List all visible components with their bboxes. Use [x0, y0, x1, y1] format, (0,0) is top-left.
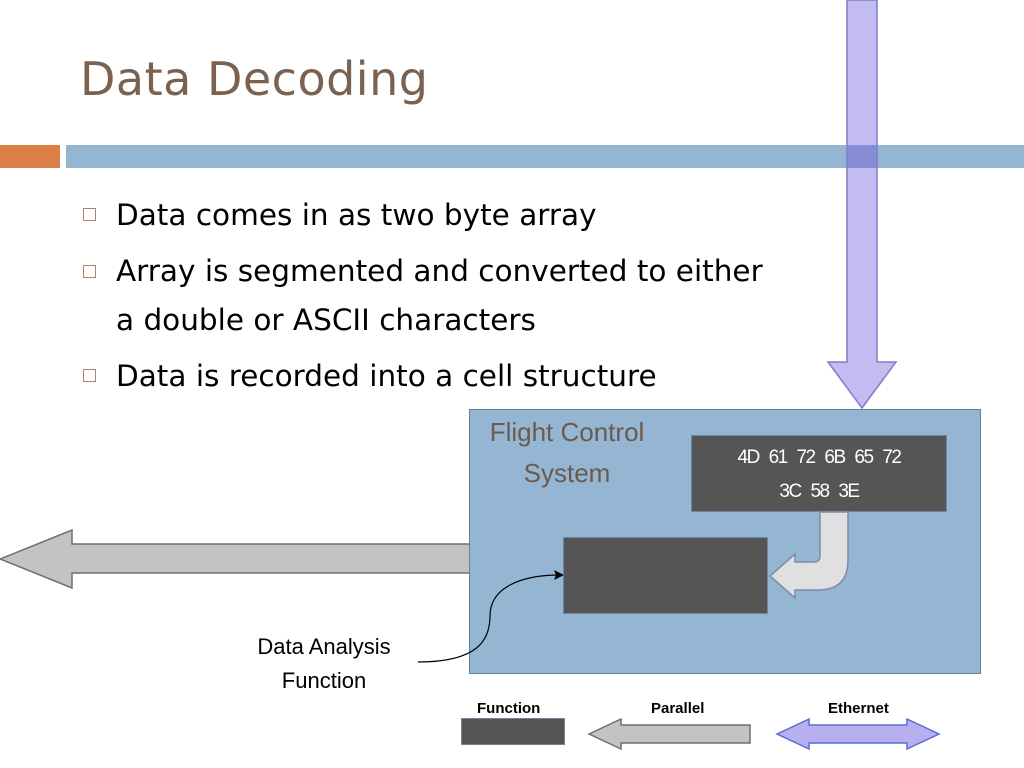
bullet-text: Array is segmented and converted to eith…	[116, 254, 763, 337]
flight-control-system-label: Flight Control System	[489, 417, 645, 488]
bullet-text: Data comes in as two byte array	[116, 198, 597, 232]
bullet-text: Data is recorded into a cell structure	[116, 359, 657, 393]
byte-array-display: 4D 61 72 6B 65 72 3C 58 3E	[691, 435, 947, 512]
byte-array-line-2: 3C 58 3E	[779, 481, 860, 502]
square-bullet-icon	[83, 265, 96, 278]
title-accent-blue-bar	[66, 145, 1024, 168]
title-accent-orange-bar	[0, 145, 60, 168]
bullet-item: Data is recorded into a cell structure	[80, 351, 780, 402]
bullet-item: Array is segmented and converted to eith…	[80, 247, 780, 345]
legend-parallel-label: Parallel	[651, 700, 705, 717]
legend-function-label: Function	[477, 700, 541, 717]
legend-ethernet-label: Ethernet	[828, 700, 889, 717]
square-bullet-icon	[83, 208, 96, 221]
legend-function-swatch	[461, 718, 565, 745]
legend-ethernet-arrow	[775, 717, 941, 751]
bullet-list: Data comes in as two byte array Array is…	[80, 190, 780, 402]
byte-array-line-1: 4D 61 72 6B 65 72	[737, 447, 902, 468]
square-bullet-icon	[83, 369, 96, 382]
slide-title: Data Decoding	[80, 52, 429, 106]
data-analysis-function-block	[563, 537, 768, 614]
bullet-item: Data comes in as two byte array	[80, 190, 780, 241]
data-analysis-function-callout: Data Analysis Function	[257, 634, 391, 693]
legend-parallel-arrow	[587, 717, 751, 751]
ethernet-down-arrow	[826, 0, 898, 410]
